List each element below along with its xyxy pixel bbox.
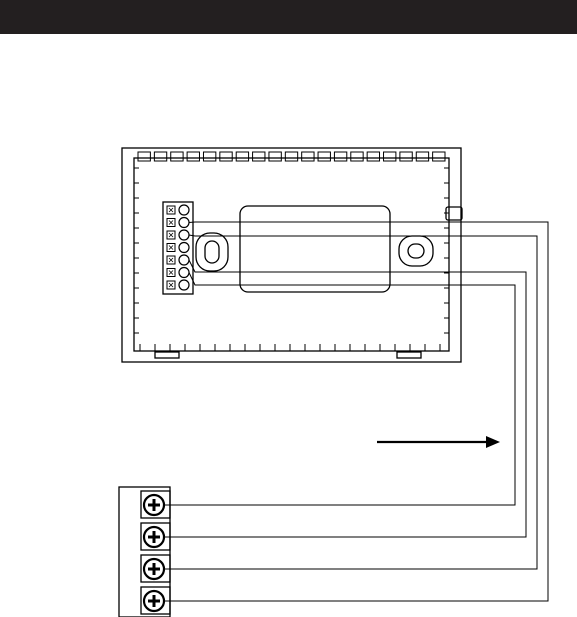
base-terminal xyxy=(167,230,189,240)
bottom-clip-left xyxy=(155,352,179,358)
base-outer-frame xyxy=(122,148,461,362)
ridge-tooth xyxy=(187,152,199,161)
base-terminals xyxy=(167,205,189,290)
center-panel xyxy=(240,206,390,292)
wires xyxy=(164,222,548,601)
ridge-tooth xyxy=(203,152,215,161)
ridge-tooth xyxy=(367,152,379,161)
ridge-tooth xyxy=(302,152,314,161)
ridge-tooth xyxy=(154,152,166,161)
top-ridge-teeth xyxy=(138,152,445,161)
ridge-tooth xyxy=(433,152,445,161)
base-terminal xyxy=(167,255,189,265)
ridge-tooth xyxy=(400,152,412,161)
ridge-tooth xyxy=(236,152,248,161)
mounting-slot-left xyxy=(196,233,228,271)
bottom-clip-right xyxy=(397,352,421,358)
ridge-tooth xyxy=(138,152,150,161)
wire xyxy=(164,273,515,506)
base-terminal xyxy=(167,243,189,253)
ridge-tooth xyxy=(171,152,183,161)
ridge-tooth xyxy=(334,152,346,161)
ridge-tooth xyxy=(318,152,330,161)
ridge-tooth xyxy=(253,152,265,161)
base-inner-frame xyxy=(134,158,449,351)
ridge-tooth xyxy=(269,152,281,161)
base-terminal xyxy=(167,205,189,215)
ridge-tooth xyxy=(285,152,297,161)
arrow-right-icon xyxy=(377,436,500,448)
ridge-tooth xyxy=(351,152,363,161)
base-terminal xyxy=(167,218,189,228)
ridge-tooth xyxy=(384,152,396,161)
wire xyxy=(164,222,548,601)
ridge-tooth xyxy=(416,152,428,161)
ridge-tooth xyxy=(220,152,232,161)
bottom-ridge-ticks xyxy=(140,344,440,351)
wall-terminals xyxy=(141,491,170,614)
base-terminal xyxy=(167,280,189,290)
base-terminal xyxy=(167,268,189,278)
thermostat-base xyxy=(122,148,462,362)
wire xyxy=(164,260,526,537)
mounting-slot-right xyxy=(399,236,433,266)
